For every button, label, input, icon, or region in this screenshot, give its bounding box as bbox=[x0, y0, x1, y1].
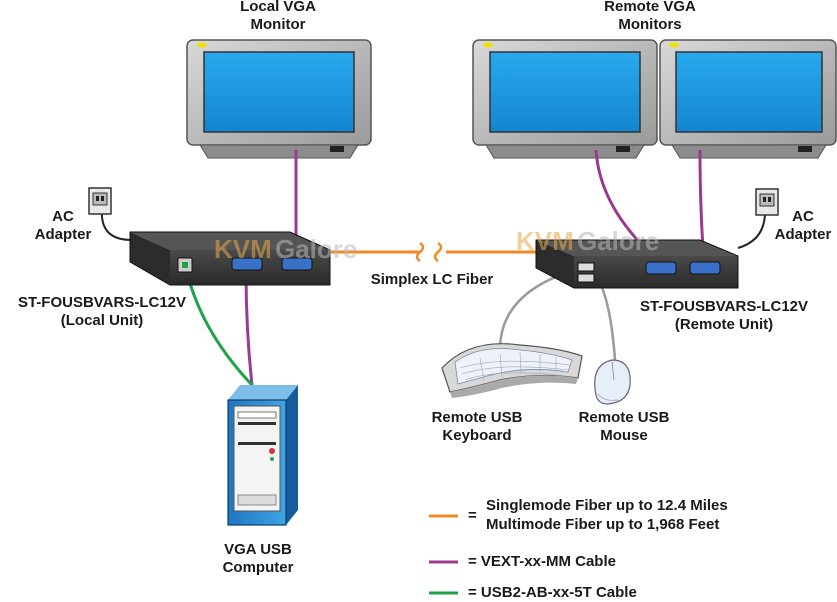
computer-tower-icon bbox=[227, 385, 298, 526]
keyboard-icon bbox=[441, 343, 583, 398]
mouse-icon bbox=[594, 359, 631, 405]
ac-adapter-right-icon bbox=[755, 188, 779, 216]
legend-usb-text: = USB2-AB-xx-5T Cable bbox=[468, 584, 637, 601]
legend-fiber-equals: = bbox=[468, 507, 477, 524]
svg-text:KVM: KVM bbox=[516, 226, 574, 256]
local-unit bbox=[129, 231, 331, 286]
legend-swatches bbox=[429, 514, 458, 595]
svg-text:KVM: KVM bbox=[214, 234, 272, 264]
local-unit-label: ST-FOUSBVARS-LC12V(Local Unit) bbox=[17, 294, 187, 329]
kvmgalore-watermark-right: KVM Galore bbox=[516, 226, 659, 256]
remote-monitor-1 bbox=[472, 39, 658, 159]
local-monitor bbox=[186, 39, 372, 159]
legend-fiber-line-2: Multimode Fiber up to 1,968 Feet bbox=[486, 516, 720, 533]
svg-text:Galore: Galore bbox=[275, 234, 357, 264]
remote-monitor-2 bbox=[659, 39, 837, 159]
kvmgalore-watermark-left: KVM Galore bbox=[214, 234, 357, 264]
remote-unit bbox=[535, 239, 739, 289]
legend-fiber-text: Singlemode Fiber up to 12.4 Miles Multim… bbox=[486, 496, 728, 534]
legend-vga-text: = VEXT-xx-MM Cable bbox=[468, 553, 616, 570]
legend-fiber-line-1: Singlemode Fiber up to 12.4 Miles bbox=[486, 497, 728, 514]
fiber-label: Simplex LC Fiber bbox=[370, 271, 494, 288]
svg-text:Galore: Galore bbox=[577, 226, 659, 256]
remote-unit-label: ST-FOUSBVARS-LC12V(Remote Unit) bbox=[639, 298, 809, 333]
ac-adapter-left-icon bbox=[88, 187, 112, 215]
